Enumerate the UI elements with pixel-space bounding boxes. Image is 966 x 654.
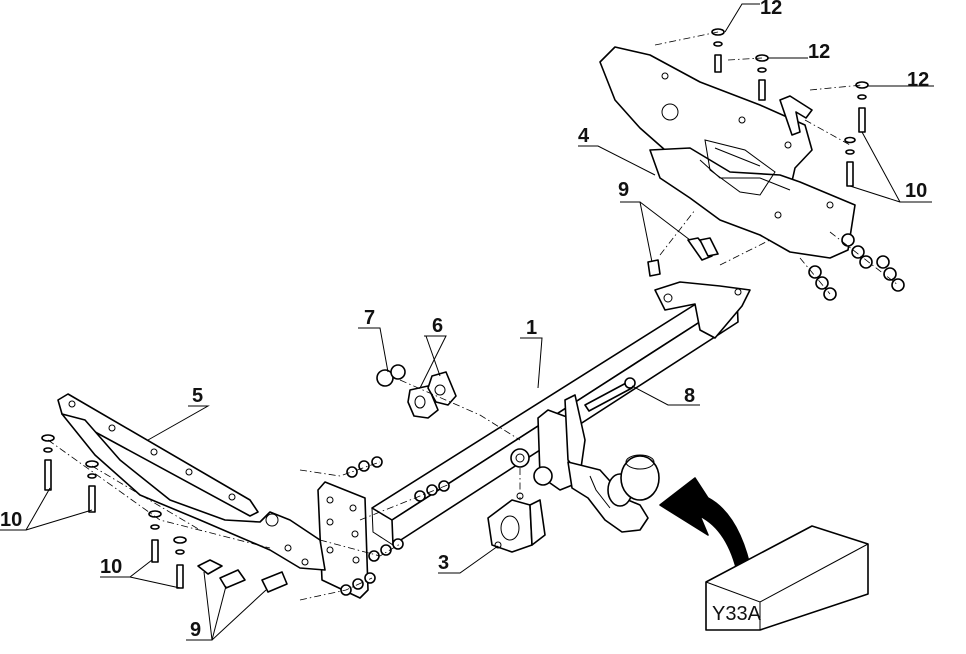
callout-9-top: 9 [618, 179, 629, 201]
callout-numbers: 12 12 12 10 4 9 7 6 1 8 5 10 10 9 3 [0, 0, 929, 641]
callout-12-a: 12 [760, 0, 782, 19]
callout-7: 7 [364, 307, 375, 329]
callout-8: 8 [684, 385, 695, 407]
spacer-set [376, 364, 636, 419]
callout-10-left: 10 [0, 509, 22, 531]
assembly-center-lines [47, 31, 899, 601]
callout-1: 1 [526, 317, 537, 339]
leader-lines [0, 3, 934, 641]
right-mounting-bracket [599, 46, 856, 259]
callout-12-b: 12 [808, 41, 830, 63]
model-code-label: Y33A [712, 603, 762, 625]
callout-9-bottom: 9 [190, 619, 201, 641]
callout-10-right: 10 [905, 180, 927, 202]
callout-10-mid: 10 [100, 556, 122, 578]
callout-3: 3 [438, 552, 449, 574]
callout-12-c: 12 [907, 69, 929, 91]
callout-5: 5 [192, 385, 203, 407]
socket-mounting-plate [487, 492, 546, 553]
direction-arrow [659, 477, 753, 576]
left-mounting-bracket [57, 393, 326, 571]
tow-ball-assembly [510, 394, 660, 533]
callout-4: 4 [578, 125, 590, 147]
left-end-plate [317, 481, 369, 599]
model-code-box: Y33A [705, 525, 869, 631]
callout-6: 6 [432, 315, 443, 337]
fastener-set [41, 28, 905, 596]
